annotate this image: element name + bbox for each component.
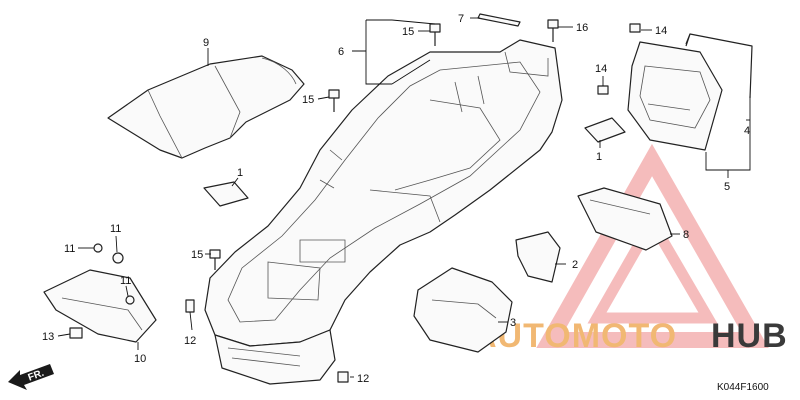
- part-11-screw-c: [125, 295, 135, 305]
- part-1-pad-left: [203, 181, 249, 207]
- part-3-splash-guard: [413, 267, 513, 353]
- part-10-bottom-cover: [43, 269, 157, 343]
- part-5-tool-box: [627, 41, 723, 151]
- callout-1-left: 1: [237, 167, 243, 179]
- callout-9: 9: [203, 37, 209, 49]
- callout-1-right: 1: [596, 151, 602, 163]
- part-2-bracket: [515, 231, 561, 283]
- forward-label: FR.: [27, 368, 46, 384]
- callout-4: 4: [744, 125, 750, 137]
- part-15-bolt-left: [328, 89, 340, 112]
- part-11-screw-a: [93, 243, 103, 253]
- part-12-clip-bottom: [337, 371, 349, 383]
- callout-11-left: 11: [64, 243, 75, 255]
- callout-15-lower: 15: [191, 249, 203, 261]
- callout-7: 7: [458, 13, 464, 25]
- callout-3: 3: [510, 317, 516, 329]
- callout-12-bottom: 12: [357, 373, 369, 385]
- part-12-clip-left: [185, 299, 195, 313]
- callout-labels: 1 1 2 3 4 5 6 7 8 9 10 11 11 11 12 12 13…: [42, 13, 750, 385]
- callout-2: 2: [572, 259, 578, 271]
- callout-6: 6: [338, 46, 344, 58]
- callout-5: 5: [724, 181, 730, 193]
- part-4-rod: [685, 33, 753, 99]
- callout-11-lower: 11: [120, 275, 131, 287]
- part-15-bolt-top: [429, 23, 441, 46]
- callout-12-left: 12: [184, 335, 196, 347]
- forward-direction-arrow: FR.: [8, 364, 54, 390]
- callout-16: 16: [576, 22, 588, 34]
- watermark-triangle-inner: [587, 211, 718, 324]
- part-1-pad-right: [584, 117, 626, 143]
- arrow-left-icon: [8, 364, 54, 390]
- callout-10: 10: [134, 353, 146, 365]
- diagram-code: K044F1600: [717, 382, 769, 393]
- part-6-luggage-box: [204, 39, 563, 385]
- bolt-parts: [93, 19, 641, 383]
- part-8-inner-panel: [577, 187, 673, 251]
- watermark-triangle-outer: [536, 143, 769, 348]
- part-7-strip: [477, 13, 521, 27]
- callout-11-top: 11: [110, 223, 121, 235]
- callout-13: 13: [42, 331, 54, 343]
- part-15-bolt-lower: [209, 249, 221, 270]
- callout-8: 8: [683, 229, 689, 241]
- part-14-screw-top: [629, 23, 641, 33]
- part-9-rear-flap: [107, 55, 305, 159]
- part-14-screw-left: [597, 85, 609, 95]
- callout-15-left: 15: [302, 94, 314, 106]
- callout-14-top: 14: [655, 25, 667, 37]
- part-16-bolt: [547, 19, 559, 42]
- part-11-screw-b: [112, 252, 124, 264]
- part-13-clip: [69, 327, 83, 339]
- leader-lines: [57, 17, 751, 378]
- watermark-text-hub: HUB: [711, 317, 788, 355]
- callout-15-top: 15: [402, 26, 414, 38]
- callout-14-left: 14: [595, 63, 607, 75]
